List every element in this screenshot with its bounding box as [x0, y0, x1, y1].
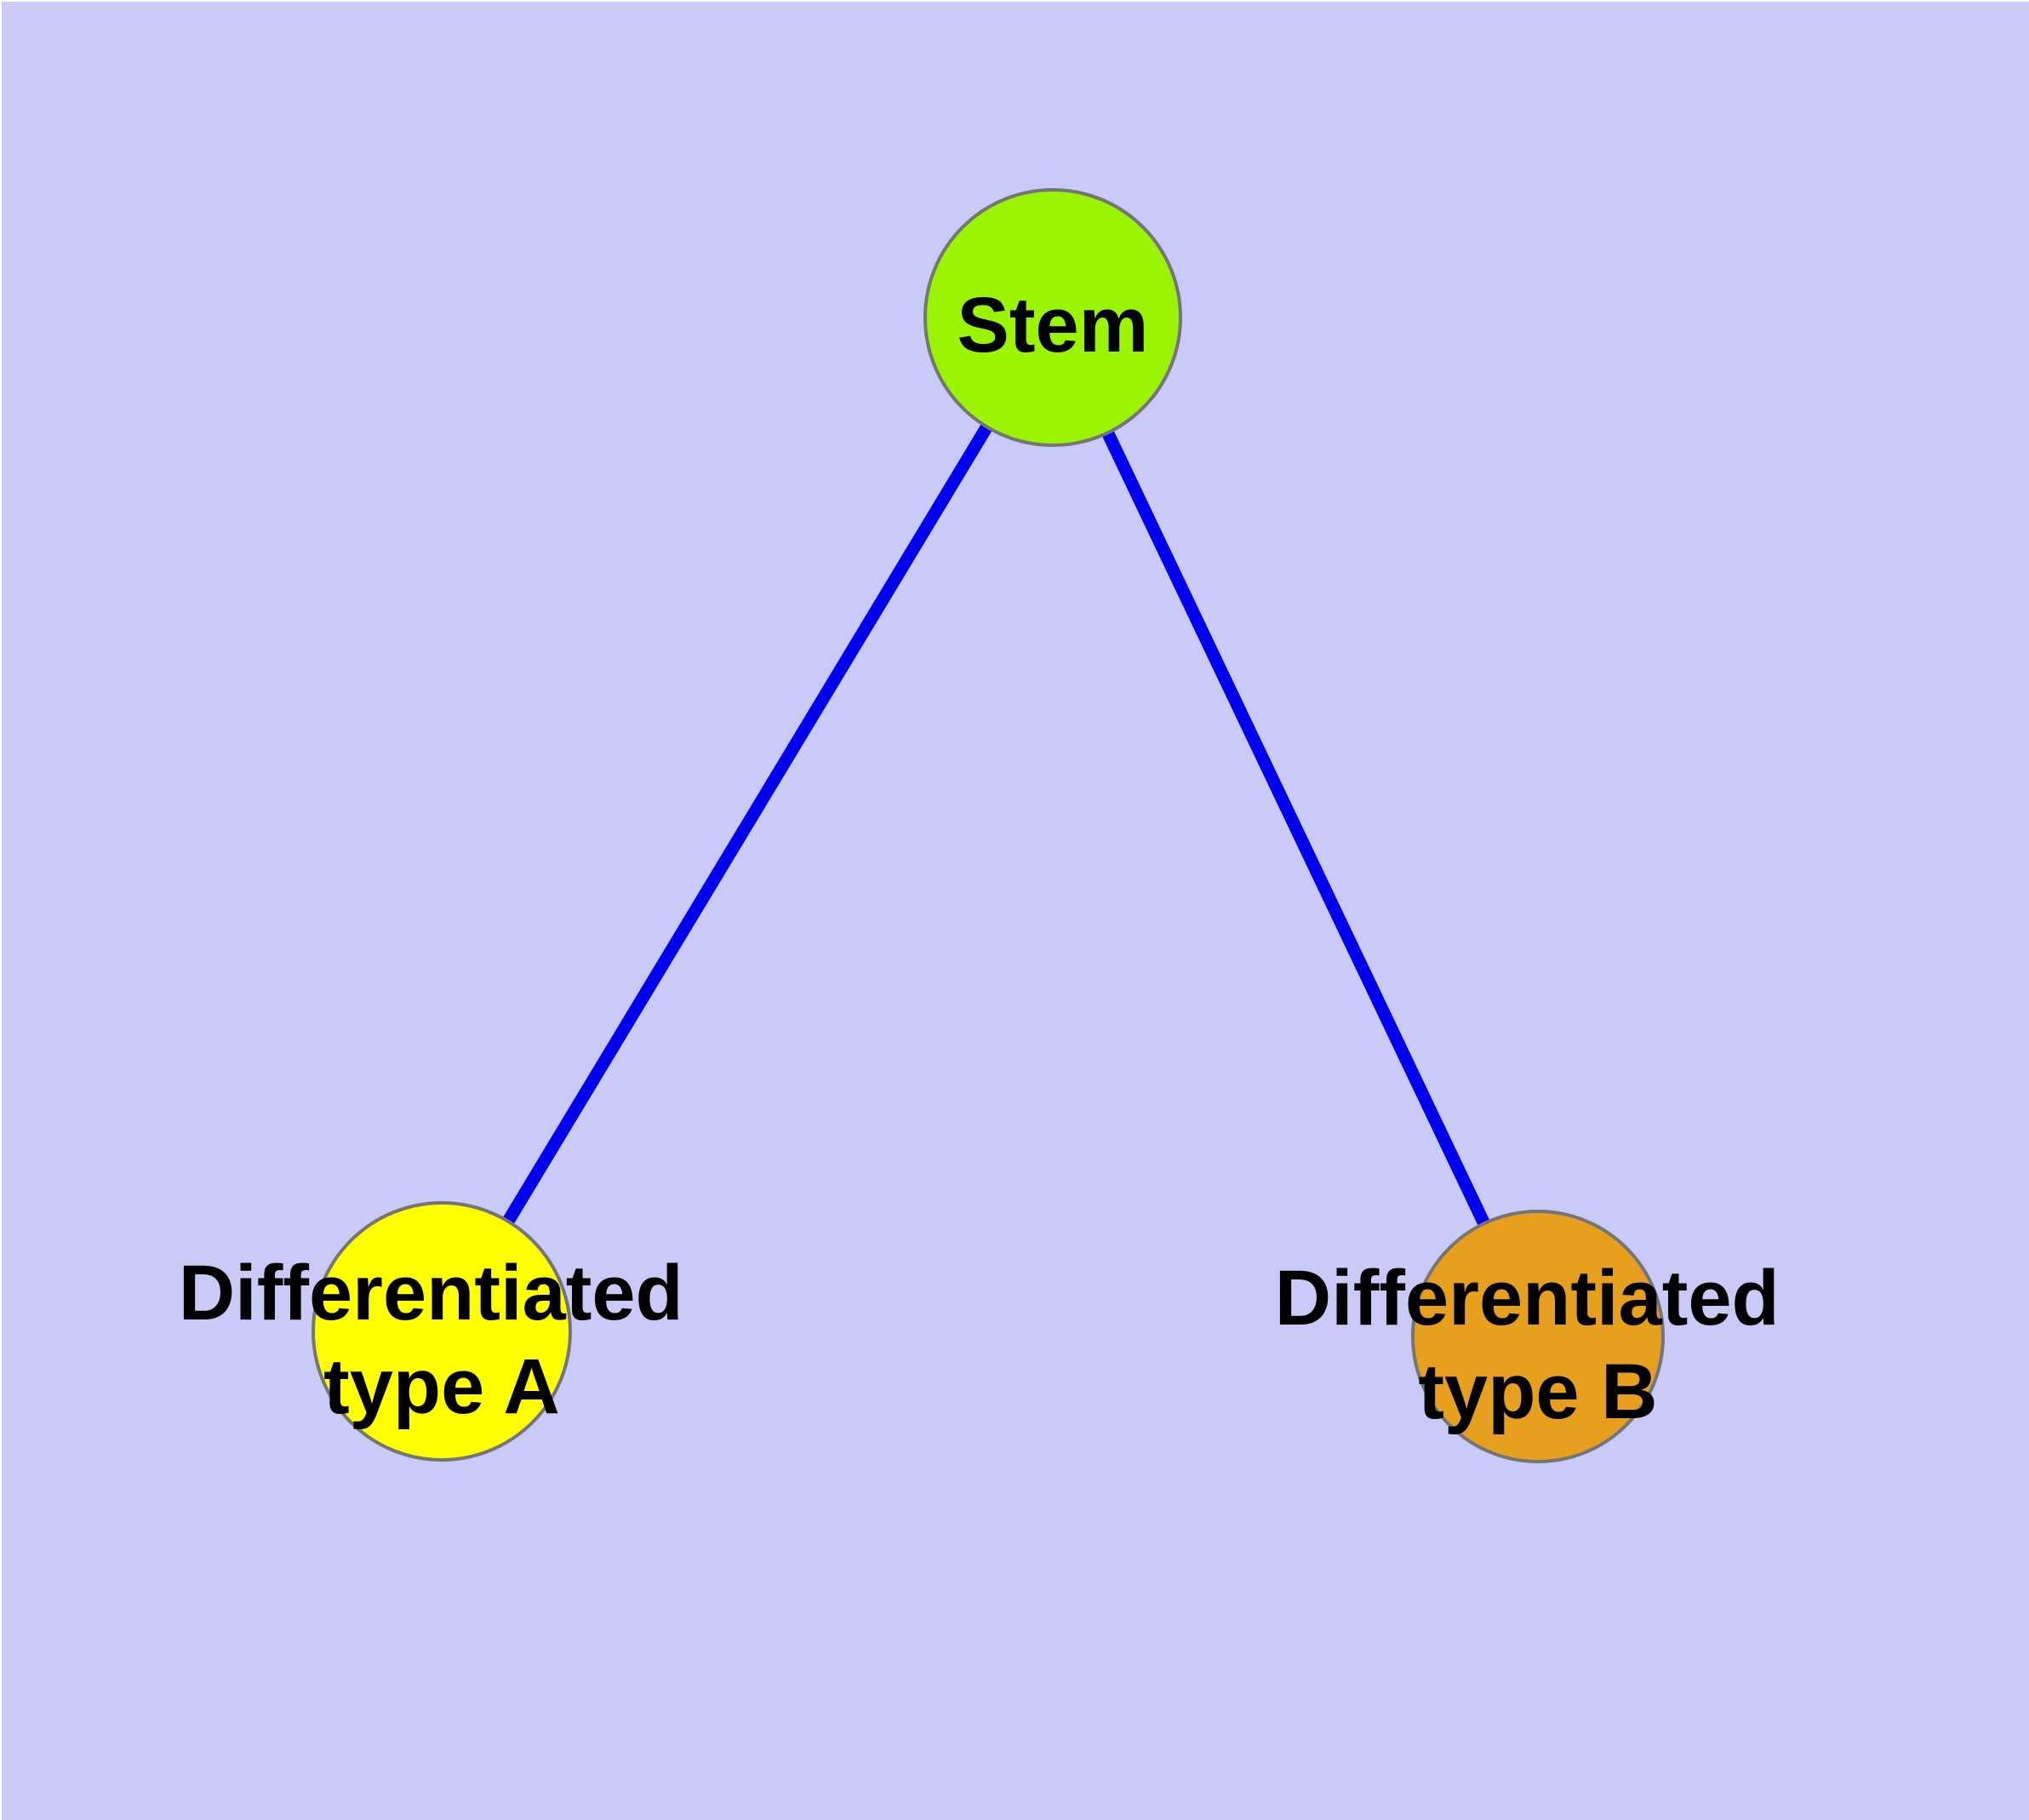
type-a-label-line-2: type A: [323, 1343, 560, 1430]
edge-stem-to-type-b: [1047, 314, 1544, 1340]
type-b-label-line-2: type B: [1418, 1348, 1657, 1435]
node-differentiated-type-a: Differentiated type A: [179, 1201, 706, 1462]
edge-layer: [436, 314, 1544, 1340]
type-a-node-label: Differentiated type A: [179, 1250, 706, 1430]
edge-stem-to-type-a: [436, 314, 1059, 1335]
type-a-node-circle: [311, 1201, 572, 1462]
node-differentiated-type-b: Differentiated type B: [1275, 1210, 1802, 1463]
type-b-node-label: Differentiated type B: [1275, 1255, 1802, 1435]
node-stem: Stem: [923, 188, 1182, 447]
type-b-label-line-1: Differentiated: [1275, 1255, 1780, 1342]
stem-node-label: Stem: [957, 282, 1149, 369]
stem-node-circle: [923, 188, 1182, 447]
type-b-node-circle: [1411, 1210, 1665, 1463]
type-a-label-line-1: Differentiated: [179, 1250, 683, 1336]
